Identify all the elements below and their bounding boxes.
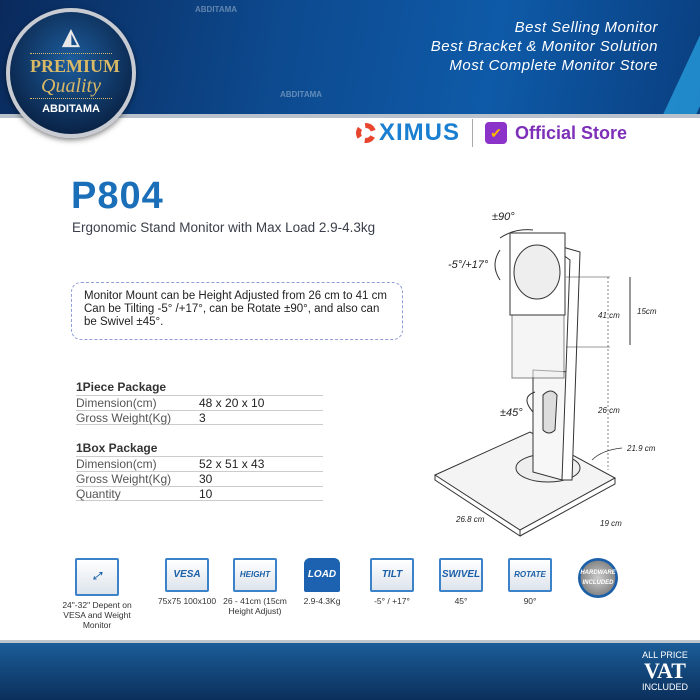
box-package-table: 1Box Package Dimension(cm) 52 x 51 x 43 G… (76, 441, 323, 501)
oximus-gear-icon (356, 123, 376, 143)
feature-caption: 26 - 41cm (15cm Height Adjust) (223, 596, 287, 616)
row-value: 48 x 20 x 10 (199, 396, 265, 410)
vat-bottom: INCLUDED (641, 682, 688, 692)
slogan-line: Best Selling Monitor (514, 19, 658, 36)
row-label: Gross Weight(Kg) (76, 411, 172, 425)
swivel-label: ±45° (500, 407, 523, 419)
depth-label: 21.9 cm (626, 444, 656, 453)
feature-caption: 24"-32" Depent on VESA and Weight Monito… (62, 600, 132, 630)
stand-upper-column (544, 241, 581, 481)
rotate-icon: ROTATE (508, 558, 552, 592)
tilt-icon: TILT (370, 558, 414, 592)
base-width-label: 26.8 cm (455, 515, 485, 524)
product-description: Monitor Mount can be Height Adjusted fro… (71, 282, 403, 340)
badge-quality: Quality (30, 76, 112, 99)
row-value: 3 (199, 411, 206, 425)
brand-logos: XIMUS ✔ Official Store (356, 118, 627, 148)
feature-caption: 90° (523, 596, 537, 606)
badge-brand: ABDITAMA (42, 103, 100, 115)
row-value: 52 x 51 x 43 (199, 457, 265, 471)
row-label: Dimension(cm) (76, 457, 157, 471)
cable-hole (542, 390, 558, 434)
vat-top: ALL PRICE (642, 650, 688, 660)
min-height-label: 26 cm (597, 406, 620, 415)
base-depth-label: 19 cm (600, 519, 622, 528)
feature-vesa: VESA 75x75 100x100 (142, 558, 232, 606)
rotate-label: ±90° (492, 211, 515, 223)
load-icon: LOAD (304, 558, 340, 592)
premium-quality-badge: ◭ PREMIUM Quality ABDITAMA (6, 8, 136, 138)
feature-caption: 75x75 100x100 (157, 596, 217, 606)
table-row: Quantity 10 (76, 486, 323, 501)
vat-mid: VAT (644, 658, 686, 683)
row-value: 10 (199, 487, 213, 501)
stand-diagram: ±90° -5°/+17° ±45° 41 cm 15cm 26 cm 21.9… (433, 211, 657, 537)
piece-package-table: 1Piece Package Dimension(cm) 48 x 20 x 10… (76, 380, 323, 425)
feature-caption: 2.9-4.3Kg (303, 596, 341, 606)
table-row: Dimension(cm) 48 x 20 x 10 (76, 395, 323, 410)
slogan-line: Most Complete Monitor Store (449, 57, 658, 74)
row-label: Gross Weight(Kg) (76, 472, 172, 486)
abditama-logo-icon: ◭ (62, 24, 80, 49)
feature-screen-size: ⤢ 24"-32" Depent on VESA and Weight Monit… (52, 558, 142, 630)
feature-caption: -5° / +17° (374, 596, 410, 606)
decorative-stripe (661, 0, 700, 114)
rotate-arrow (499, 229, 534, 239)
tilt-arrow (494, 249, 501, 281)
vat-included-label: ALL PRICE VAT INCLUDED (642, 650, 688, 692)
official-store-icon: ✔ (485, 122, 508, 144)
product-subtitle: Ergonomic Stand Monitor with Max Load 2.… (72, 220, 376, 235)
watermark: ABDITAMA (195, 5, 238, 14)
watermark: ABDITAMA (280, 90, 323, 99)
swivel-arrow (526, 391, 536, 413)
feature-load: LOAD 2.9-4.3Kg (277, 558, 367, 606)
official-store-label: Official Store (515, 122, 628, 143)
table-row: Dimension(cm) 52 x 51 x 43 (76, 456, 323, 471)
row-label: Dimension(cm) (76, 396, 157, 410)
swivel-icon: SWIVEL (439, 558, 483, 592)
max-height-label: 41 cm (598, 311, 620, 320)
feature-tilt: TILT -5° / +17° (347, 558, 437, 606)
row-label: Quantity (76, 487, 121, 501)
feature-caption: 45° (454, 596, 468, 606)
screen-size-icon: ⤢ (75, 558, 119, 596)
height-adjust-icon: HEIGHT (233, 558, 277, 592)
row-value: 30 (199, 472, 213, 486)
oximus-logo: XIMUS (379, 119, 461, 146)
table-row: Gross Weight(Kg) 3 (76, 410, 323, 425)
table-heading: 1Box Package (76, 441, 158, 455)
feature-rotate: ROTATE 90° (485, 558, 575, 606)
slogans: Best Selling Monitor Best Bracket & Moni… (431, 18, 658, 75)
table-heading: 1Piece Package (76, 380, 167, 394)
feature-hardware: HARDWARE INCLUDED (553, 558, 643, 602)
badge-premium: PREMIUM (30, 53, 120, 77)
table-row: Gross Weight(Kg) 30 (76, 471, 323, 486)
feature-height: HEIGHT 26 - 41cm (15cm Height Adjust) (210, 558, 300, 616)
tilt-label: -5°/+17° (448, 259, 489, 271)
vesa-icon: VESA (165, 558, 209, 592)
slogan-line: Best Bracket & Monitor Solution (430, 38, 658, 55)
hardware-icon: HARDWARE INCLUDED (578, 558, 618, 598)
divider (472, 119, 474, 147)
adjust-label: 15cm (637, 307, 657, 316)
vesa-circle (513, 244, 561, 300)
product-model: P804 (71, 175, 164, 217)
feature-swivel: SWIVEL 45° (416, 558, 506, 606)
footer-band (0, 640, 700, 700)
